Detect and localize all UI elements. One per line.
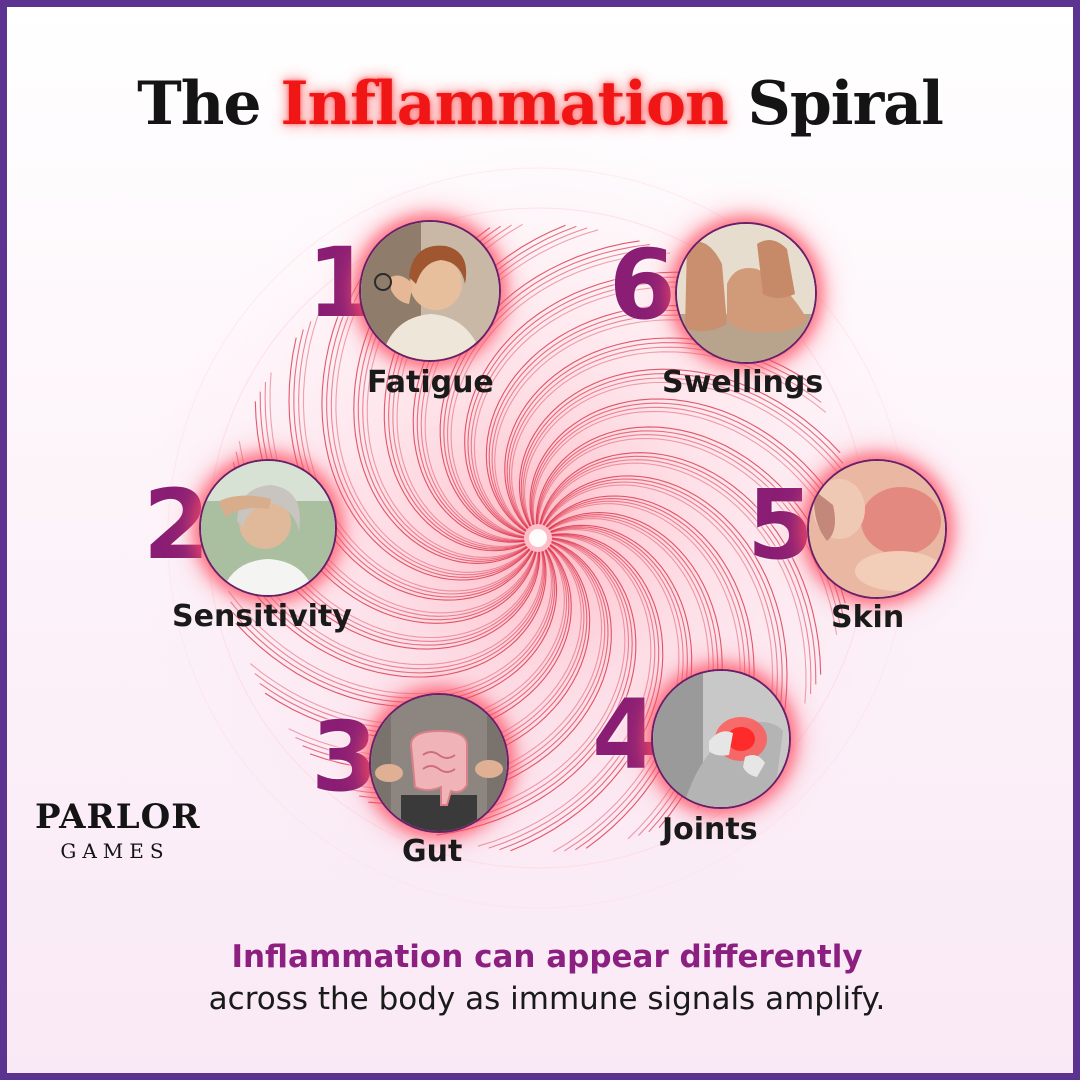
spiral-line xyxy=(543,484,774,763)
spiral-line xyxy=(254,547,568,730)
spiral-line xyxy=(249,547,565,725)
spiral-line xyxy=(228,550,552,695)
spiral-line xyxy=(536,430,844,614)
spiral-line xyxy=(510,533,664,852)
spiral-line xyxy=(540,459,812,695)
spiral-line xyxy=(321,285,531,581)
spiral-line xyxy=(467,276,717,535)
brand-logo: PARLOR GAMES xyxy=(35,797,201,863)
spiral-line xyxy=(520,373,844,527)
page-title: The Inflammation Spiral xyxy=(137,69,944,139)
spiral-line xyxy=(436,537,637,836)
number-badge: 6 xyxy=(609,229,676,341)
spiral-line xyxy=(529,398,853,528)
symptom-label: Swellings xyxy=(662,365,824,400)
number-badge: 4 xyxy=(592,679,659,791)
spiral-line xyxy=(550,524,693,849)
spiral-core xyxy=(529,529,547,547)
woman-forehead-photo xyxy=(199,459,337,597)
spiral-line xyxy=(439,240,640,539)
spiral-line xyxy=(330,272,530,576)
spiral-line xyxy=(464,271,708,536)
spiral-line xyxy=(293,329,534,598)
title-highlight: Inflammation xyxy=(280,69,728,139)
tired-woman-photo xyxy=(359,220,501,362)
symptom-label: Gut xyxy=(402,834,463,869)
spiral-line xyxy=(473,286,735,534)
spiral-line xyxy=(259,547,570,734)
spiral-line xyxy=(499,534,660,851)
spiral-line xyxy=(550,528,680,853)
spiral-line xyxy=(224,515,544,666)
spiral-line xyxy=(447,248,661,538)
spiral-line xyxy=(539,452,822,675)
spiral-line xyxy=(450,252,671,538)
number-badge: 3 xyxy=(311,701,378,813)
spiral-line xyxy=(235,549,558,708)
spiral-line xyxy=(477,535,652,847)
spiral-line xyxy=(335,267,530,573)
spiral-line xyxy=(223,526,545,670)
symptom-label: Sensitivity xyxy=(172,599,352,634)
spiral-line xyxy=(531,406,853,550)
spiral-line xyxy=(536,434,841,625)
spiral-line xyxy=(443,244,650,539)
knee-pain-photo xyxy=(651,669,791,809)
spiral-line xyxy=(405,538,626,824)
spiral-line xyxy=(353,247,528,564)
spiral-line xyxy=(223,537,546,674)
spiral-line xyxy=(518,368,841,527)
spiral-line xyxy=(488,534,656,849)
spiral-line xyxy=(522,377,846,527)
logo-subtitle: GAMES xyxy=(60,839,170,863)
spiral-line xyxy=(535,426,846,604)
spiral-line xyxy=(470,281,726,535)
spiral-line xyxy=(530,402,853,539)
logo-wordmark: PARLOR xyxy=(35,797,201,837)
spiral-line xyxy=(537,437,838,635)
spiral-line xyxy=(298,321,533,595)
spiral-line xyxy=(288,337,534,601)
spiral-line xyxy=(539,455,817,685)
spiral-line xyxy=(543,481,778,755)
spiral-line xyxy=(542,475,788,739)
spiral-line xyxy=(542,478,783,747)
red-skin-photo xyxy=(807,459,947,599)
number-badge: 2 xyxy=(143,469,210,581)
spiral-line xyxy=(415,538,629,828)
spiral-line xyxy=(532,410,852,561)
spiral-line xyxy=(223,548,547,678)
footer-caption: across the body as immune signals amplif… xyxy=(208,981,886,1017)
spiral-line xyxy=(264,546,572,739)
spiral-line xyxy=(424,229,599,541)
spiral-line xyxy=(485,305,767,532)
spiral-line xyxy=(302,313,533,592)
spiral-line xyxy=(230,549,554,699)
spiral-line xyxy=(550,526,688,851)
number-badge: 5 xyxy=(747,469,814,581)
spiral-line xyxy=(326,279,530,578)
spiral-line xyxy=(550,527,684,852)
swollen-feet-photo xyxy=(675,222,817,364)
spiral-line xyxy=(540,462,807,704)
spiral-line xyxy=(232,549,556,703)
symptom-label: Skin xyxy=(831,600,905,635)
symptom-label: Joints xyxy=(662,812,758,847)
symptom-label: Fatigue xyxy=(367,365,494,400)
spiral-line xyxy=(524,381,848,526)
intestine-photo xyxy=(369,693,509,833)
footer-headline: Inflammation can appear differently xyxy=(231,939,863,975)
spiral-line xyxy=(426,537,633,832)
spiral-line xyxy=(488,309,774,532)
